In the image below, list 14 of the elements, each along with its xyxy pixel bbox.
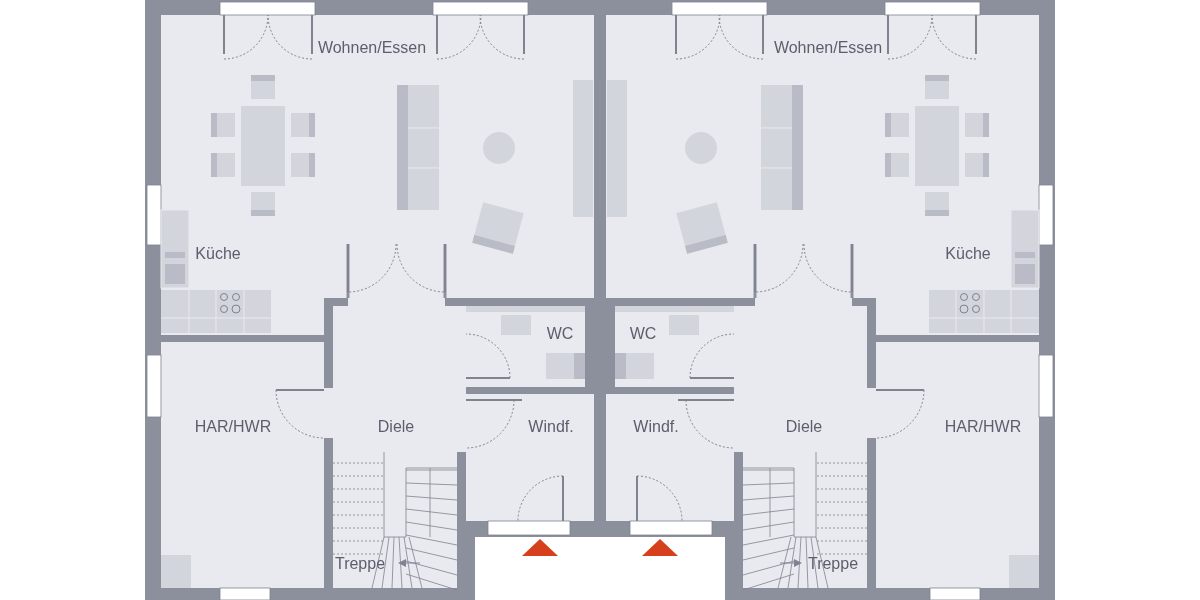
room-label: Wohnen/Essen: [317, 40, 427, 56]
room-label: Treppe: [807, 556, 859, 572]
room-label: Windf.: [528, 419, 574, 435]
room-label: Diele: [785, 419, 823, 435]
room-label: Treppe: [334, 556, 386, 572]
room-label: Windf.: [633, 419, 679, 435]
room-label: Küche: [195, 246, 241, 262]
room-label: Diele: [377, 419, 415, 435]
room-label: Küche: [945, 246, 991, 262]
room-label: WC: [546, 326, 574, 342]
room-label: HAR/HWR: [944, 419, 1022, 435]
room-label: WC: [629, 326, 657, 342]
room-label: Wohnen/Essen: [773, 40, 883, 56]
room-label: HAR/HWR: [194, 419, 272, 435]
